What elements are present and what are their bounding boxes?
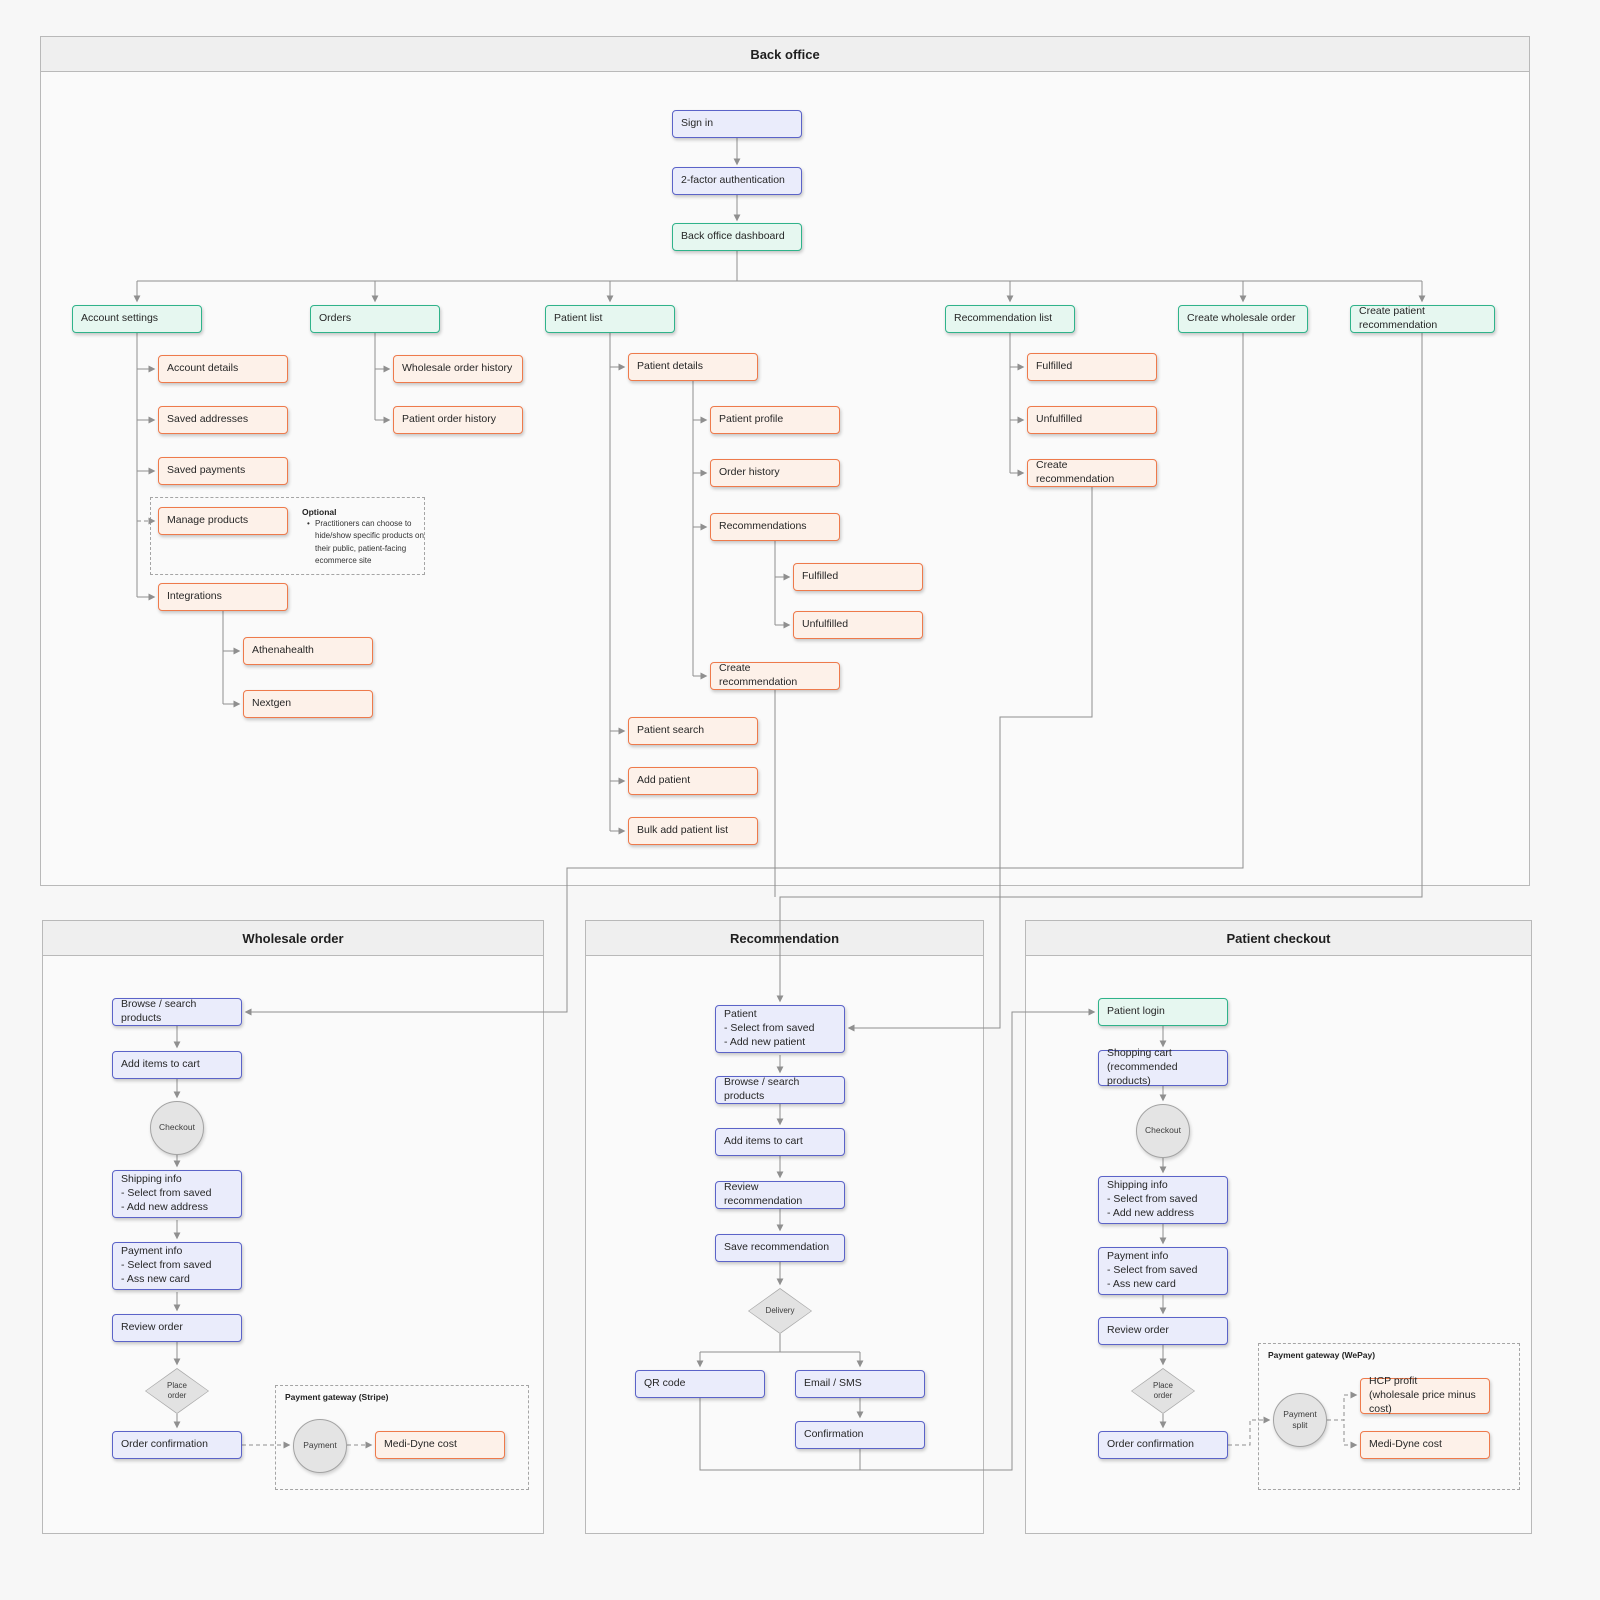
node-ws-medi-dyne-cost: Medi-Dyne cost — [375, 1431, 505, 1459]
payment-gateway-stripe-label: Payment gateway (Stripe) — [285, 1392, 389, 1402]
node-account-details: Account details — [158, 355, 288, 383]
diamond-label: Place order — [166, 1380, 187, 1400]
node-pc-shipping-info: Shipping info - Select from saved - Add … — [1098, 1176, 1228, 1224]
node-list-unfulfilled: Unfulfilled — [1027, 406, 1157, 434]
node-pc-shopping-cart: Shopping cart (recommended products) — [1098, 1047, 1228, 1087]
node-integrations: Integrations — [158, 583, 288, 611]
node-saved-addresses: Saved addresses — [158, 406, 288, 434]
container-title-patient-checkout: Patient checkout — [1026, 921, 1531, 956]
pc-place-order-diamond: Place order — [1131, 1368, 1195, 1414]
node-rc-qr-code: QR code — [635, 1370, 765, 1398]
payment-gateway-stripe-box — [275, 1385, 529, 1490]
node-recommendation-list: Recommendation list — [945, 305, 1075, 333]
node-create-wholesale-order: Create wholesale order — [1178, 305, 1308, 333]
node-create-recommendation-patient-details: Create recommendation — [710, 662, 840, 690]
node-add-patient: Add patient — [628, 767, 758, 795]
node-rc-browse-products: Browse / search products — [715, 1076, 845, 1104]
node-rc-patient: Patient - Select from saved - Add new pa… — [715, 1005, 845, 1053]
node-ws-review-order: Review order — [112, 1314, 242, 1342]
node-patient-search: Patient search — [628, 717, 758, 745]
node-pc-medi-dyne-cost: Medi-Dyne cost — [1360, 1431, 1490, 1459]
rc-delivery-diamond: Delivery — [748, 1288, 812, 1334]
ws-checkout-circle: Checkout — [150, 1101, 204, 1155]
node-recommendations-fulfilled: Fulfilled — [793, 563, 923, 591]
optional-note-bullet: Practitioners can choose to hide/show sp… — [305, 518, 427, 568]
diamond-label: Place order — [1152, 1380, 1173, 1400]
node-rc-add-items: Add items to cart — [715, 1128, 845, 1156]
node-back-office-dashboard: Back office dashboard — [672, 223, 802, 251]
diamond-label: Delivery — [765, 1305, 795, 1315]
node-rc-email-sms: Email / SMS — [795, 1370, 925, 1398]
node-pc-payment-info: Payment info - Select from saved - Ass n… — [1098, 1247, 1228, 1295]
node-ws-shipping-info: Shipping info - Select from saved - Add … — [112, 1170, 242, 1218]
ws-payment-circle: Payment — [293, 1419, 347, 1473]
node-saved-payments: Saved payments — [158, 457, 288, 485]
ws-place-order-diamond: Place order — [145, 1368, 209, 1414]
node-2fa: 2-factor authentication — [672, 167, 802, 195]
pc-payment-split-circle: Payment split — [1273, 1393, 1327, 1447]
pc-checkout-circle: Checkout — [1136, 1104, 1190, 1158]
optional-note-title: Optional — [302, 507, 337, 517]
node-ws-payment-info: Payment info - Select from saved - Ass n… — [112, 1242, 242, 1290]
node-sign-in: Sign in — [672, 110, 802, 138]
node-athenahealth: Athenahealth — [243, 637, 373, 665]
node-patient-list: Patient list — [545, 305, 675, 333]
container-title-back-office: Back office — [41, 37, 1529, 72]
node-create-patient-recommendation: Create patient recommendation — [1350, 305, 1495, 333]
node-patient-order-history: Patient order history — [393, 406, 523, 434]
node-nextgen: Nextgen — [243, 690, 373, 718]
node-pc-order-confirmation: Order confirmation — [1098, 1431, 1228, 1459]
container-title-recommendation: Recommendation — [586, 921, 983, 956]
node-pc-hcp-profit: HCP profit (wholesale price minus cost) — [1360, 1375, 1490, 1415]
node-pc-patient-login: Patient login — [1098, 998, 1228, 1026]
payment-gateway-wepay-box — [1258, 1343, 1520, 1490]
node-pc-review-order: Review order — [1098, 1317, 1228, 1345]
node-rc-review-recommendation: Review recommendation — [715, 1181, 845, 1209]
node-bulk-add-patient-list: Bulk add patient list — [628, 817, 758, 845]
node-ws-browse-products: Browse / search products — [112, 998, 242, 1026]
node-patient-profile: Patient profile — [710, 406, 840, 434]
container-title-wholesale-order: Wholesale order — [43, 921, 543, 956]
node-ws-order-confirmation: Order confirmation — [112, 1431, 242, 1459]
node-create-recommendation-list: Create recommendation — [1027, 459, 1157, 487]
node-manage-products: Manage products — [158, 507, 288, 535]
node-patient-details: Patient details — [628, 353, 758, 381]
node-orders: Orders — [310, 305, 440, 333]
node-recommendations-unfulfilled: Unfulfilled — [793, 611, 923, 639]
node-rc-save-recommendation: Save recommendation — [715, 1234, 845, 1262]
node-list-fulfilled: Fulfilled — [1027, 353, 1157, 381]
node-wholesale-order-history: Wholesale order history — [393, 355, 523, 383]
payment-gateway-wepay-label: Payment gateway (WePay) — [1268, 1350, 1376, 1360]
node-account-settings: Account settings — [72, 305, 202, 333]
node-ws-add-items: Add items to cart — [112, 1051, 242, 1079]
node-rc-confirmation: Confirmation — [795, 1421, 925, 1449]
node-recommendations: Recommendations — [710, 513, 840, 541]
node-order-history: Order history — [710, 459, 840, 487]
